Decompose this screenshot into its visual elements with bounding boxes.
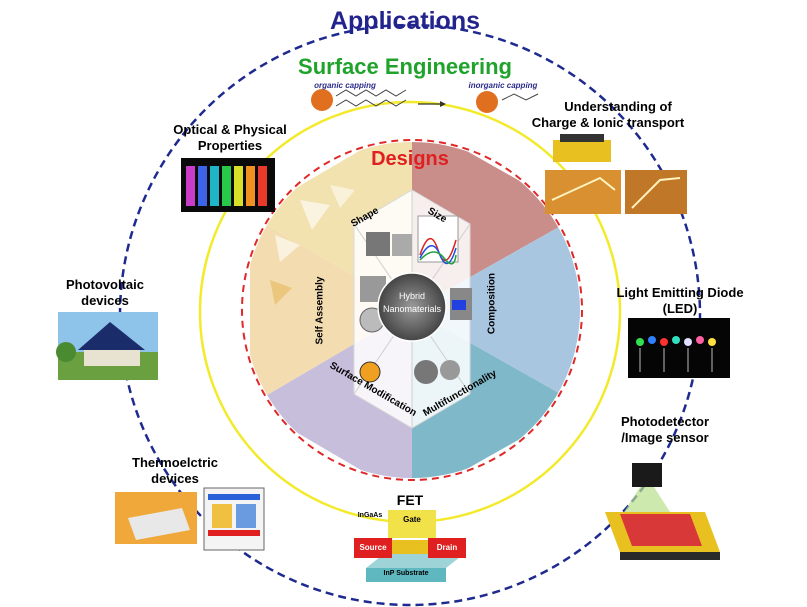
photodetector-label-line2: /Image sensor bbox=[621, 430, 709, 445]
optical-label-line1: Optical & Physical bbox=[173, 122, 287, 137]
led-label-line2: (LED) bbox=[662, 301, 698, 316]
sector-self-assembly: Self Assembly bbox=[314, 276, 326, 345]
applications-title: Applications bbox=[329, 7, 480, 35]
thermo-label-line1: Thermoelctric bbox=[132, 455, 218, 470]
designs-title: Designs bbox=[371, 148, 449, 170]
sector-composition: Composition bbox=[486, 272, 498, 335]
fet-title: FET bbox=[396, 492, 424, 508]
solar-house-image bbox=[56, 312, 158, 380]
surface-engineering-title: Surface Engineering bbox=[298, 54, 512, 79]
thermoelectric-image bbox=[115, 487, 265, 551]
charge-label-line2: Charge & Ionic transport bbox=[531, 115, 685, 130]
inorganic-capping-label: inorganic capping bbox=[468, 81, 538, 90]
fet-source-label: Source bbox=[359, 543, 387, 552]
center-label-line2: Nanomaterials bbox=[382, 304, 442, 314]
fet-channel-label: InGaAs bbox=[357, 512, 383, 519]
optical-vials-image bbox=[181, 158, 275, 212]
center-circle bbox=[377, 272, 447, 342]
center-label-line1: Hybrid bbox=[398, 291, 425, 301]
charge-label-line1: Understanding of bbox=[564, 99, 672, 114]
photodetector-image bbox=[605, 463, 720, 560]
led-label-line1: Light Emitting Diode bbox=[616, 285, 744, 300]
fet-diagram bbox=[354, 510, 466, 582]
photovoltaic-label-line1: Photovoltaic bbox=[65, 277, 144, 292]
fet-gate-label: Gate bbox=[403, 515, 421, 524]
fet-substrate-label: InP Substrate bbox=[383, 570, 429, 577]
photovoltaic-label-line2: devices bbox=[81, 293, 129, 308]
charge-transport-image bbox=[545, 134, 687, 214]
optical-label-line2: Properties bbox=[197, 138, 263, 153]
inner-ring bbox=[241, 139, 583, 481]
fet-drain-label: Drain bbox=[436, 543, 458, 552]
led-image bbox=[628, 318, 730, 378]
thermo-label-line2: devices bbox=[151, 471, 199, 486]
organic-capping-label: organic capping bbox=[314, 81, 376, 90]
photodetector-label-line1: Photodetector bbox=[620, 414, 710, 429]
